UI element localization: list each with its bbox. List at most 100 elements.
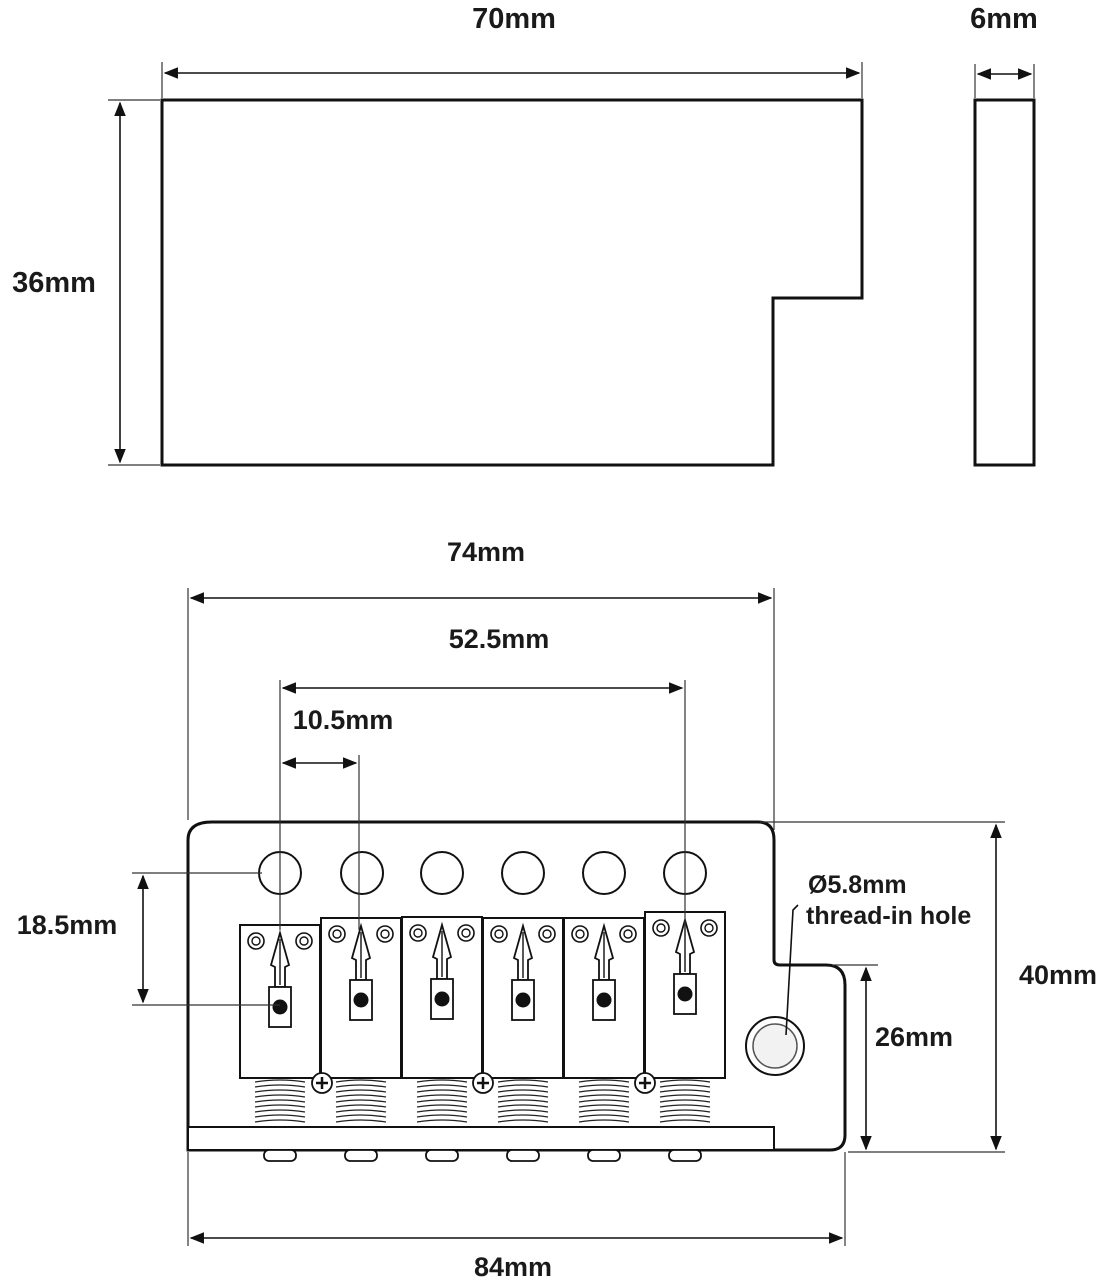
intonation-screw-head — [668, 1149, 702, 1162]
saddle-spring-coil — [659, 1079, 711, 1083]
bridge-height-label: 40mm — [1019, 960, 1097, 990]
saddle-spring-coil — [497, 1084, 549, 1088]
saddle-spring-coil — [416, 1104, 468, 1108]
saddle-spring-coil — [254, 1109, 306, 1113]
hole-offset-label: 18.5mm — [17, 910, 118, 940]
saddle-spring-coil — [416, 1084, 468, 1088]
string-spacing-label: 10.5mm — [293, 705, 394, 735]
intonation-screw-head — [587, 1149, 621, 1162]
saddle-spring-coil — [254, 1079, 306, 1083]
saddle-spring-coil — [335, 1099, 387, 1103]
mounting-hole-inner — [752, 1023, 798, 1069]
saddle — [482, 917, 564, 1162]
string-spread-dimension: 52.5mm — [279, 624, 686, 930]
string-spacing-dimension: 10.5mm — [281, 705, 394, 930]
string-ball-end — [353, 992, 369, 1008]
block-edge-view: 6mm — [970, 3, 1038, 467]
mounting-hole-note: Ø5.8mm thread-in hole — [785, 871, 971, 1036]
saddle-spring-coil — [497, 1114, 549, 1118]
saddle-spring-coil — [659, 1099, 711, 1103]
saddle — [644, 911, 726, 1162]
saddle-spring-coil — [254, 1104, 306, 1108]
string-hole — [501, 851, 545, 895]
saddle-spring-coil — [254, 1114, 306, 1118]
phillips-screw-cross — [477, 1077, 489, 1089]
saddle-spring-coil — [578, 1094, 630, 1098]
saddle-spring-coil — [578, 1109, 630, 1113]
phillips-screw-cross — [316, 1077, 328, 1089]
saddle-spring-coil — [659, 1114, 711, 1118]
phillips-screw — [634, 1072, 656, 1094]
block-height-label: 36mm — [12, 267, 96, 299]
saddle-spring-coil — [497, 1079, 549, 1083]
saddle — [563, 917, 645, 1162]
saddle-spring-coil — [659, 1109, 711, 1113]
saddle-spring-coil — [335, 1104, 387, 1108]
saddle-spring-coil — [416, 1099, 468, 1103]
saddle-spring-coil — [578, 1114, 630, 1118]
string-hole — [420, 851, 464, 895]
hole-type-label: thread-in hole — [806, 902, 971, 930]
string-hole — [582, 851, 626, 895]
block-thickness-label: 6mm — [970, 3, 1038, 35]
saddle-spring-coil — [659, 1094, 711, 1098]
saddle-spring-coil — [335, 1119, 387, 1123]
hole-diameter-label: Ø5.8mm — [808, 871, 907, 899]
height-screw-inner — [380, 929, 390, 939]
block-edge-outline — [973, 98, 1036, 467]
height-screw-inner — [623, 929, 633, 939]
tab-height-label: 26mm — [875, 1022, 953, 1052]
saddle-spring-coil — [497, 1099, 549, 1103]
saddle-spring-coil — [497, 1109, 549, 1113]
saddle-spring-coil — [416, 1119, 468, 1123]
saddle-spring-coil — [659, 1089, 711, 1093]
mounting-hole — [745, 1016, 805, 1076]
saddle-spring-coil — [335, 1089, 387, 1093]
saddle-spring-coil — [416, 1109, 468, 1113]
saddle-spring-coil — [659, 1084, 711, 1088]
string-ball-end — [515, 992, 531, 1008]
saddle-spring-coil — [578, 1119, 630, 1123]
string-ball-end — [596, 992, 612, 1008]
block-outline — [160, 98, 864, 467]
string-hole — [340, 851, 384, 895]
string-ball-end — [272, 999, 288, 1015]
saddle-spring-coil — [416, 1094, 468, 1098]
saddle-spring-coil — [335, 1084, 387, 1088]
saddle — [239, 924, 321, 1162]
saddles — [239, 911, 726, 1162]
height-screw-inner — [575, 929, 585, 939]
phillips-screw — [472, 1072, 494, 1094]
height-screw-inner — [494, 929, 504, 939]
height-screw-inner — [332, 929, 342, 939]
saddle-spring-coil — [254, 1094, 306, 1098]
saddle-spring-coil — [578, 1089, 630, 1093]
intonation-screw-head — [344, 1149, 378, 1162]
phillips-screw-cross — [639, 1077, 651, 1089]
base-width-dimension: 84mm — [187, 1152, 846, 1281]
bridge-width-dimension: 74mm — [187, 537, 775, 830]
saddle-spring-coil — [335, 1114, 387, 1118]
string-ball-end — [434, 991, 450, 1007]
saddle-spring-coil — [335, 1094, 387, 1098]
hole-offset-dimension: 18.5mm — [17, 872, 280, 1006]
height-screw-inner — [251, 936, 261, 946]
height-screw-inner — [461, 928, 471, 938]
saddle-spring-coil — [416, 1114, 468, 1118]
height-screw-inner — [542, 929, 552, 939]
saddle-spring-coil — [659, 1104, 711, 1108]
saddle-spring-coil — [497, 1104, 549, 1108]
block-width-label: 70mm — [472, 3, 556, 35]
string-ball-end — [677, 986, 693, 1002]
tab-height-dimension: 26mm — [832, 964, 953, 1151]
saddle — [320, 917, 402, 1162]
block-height-dimension: 36mm — [12, 99, 160, 466]
saddle-spring-coil — [578, 1084, 630, 1088]
string-spread-label: 52.5mm — [449, 624, 550, 654]
saddle-spring-coil — [659, 1119, 711, 1123]
saddle-spring-coil — [497, 1094, 549, 1098]
bridge-width-label: 74mm — [447, 537, 525, 567]
saddle-spring-coil — [578, 1079, 630, 1083]
block-side-view — [160, 98, 864, 467]
